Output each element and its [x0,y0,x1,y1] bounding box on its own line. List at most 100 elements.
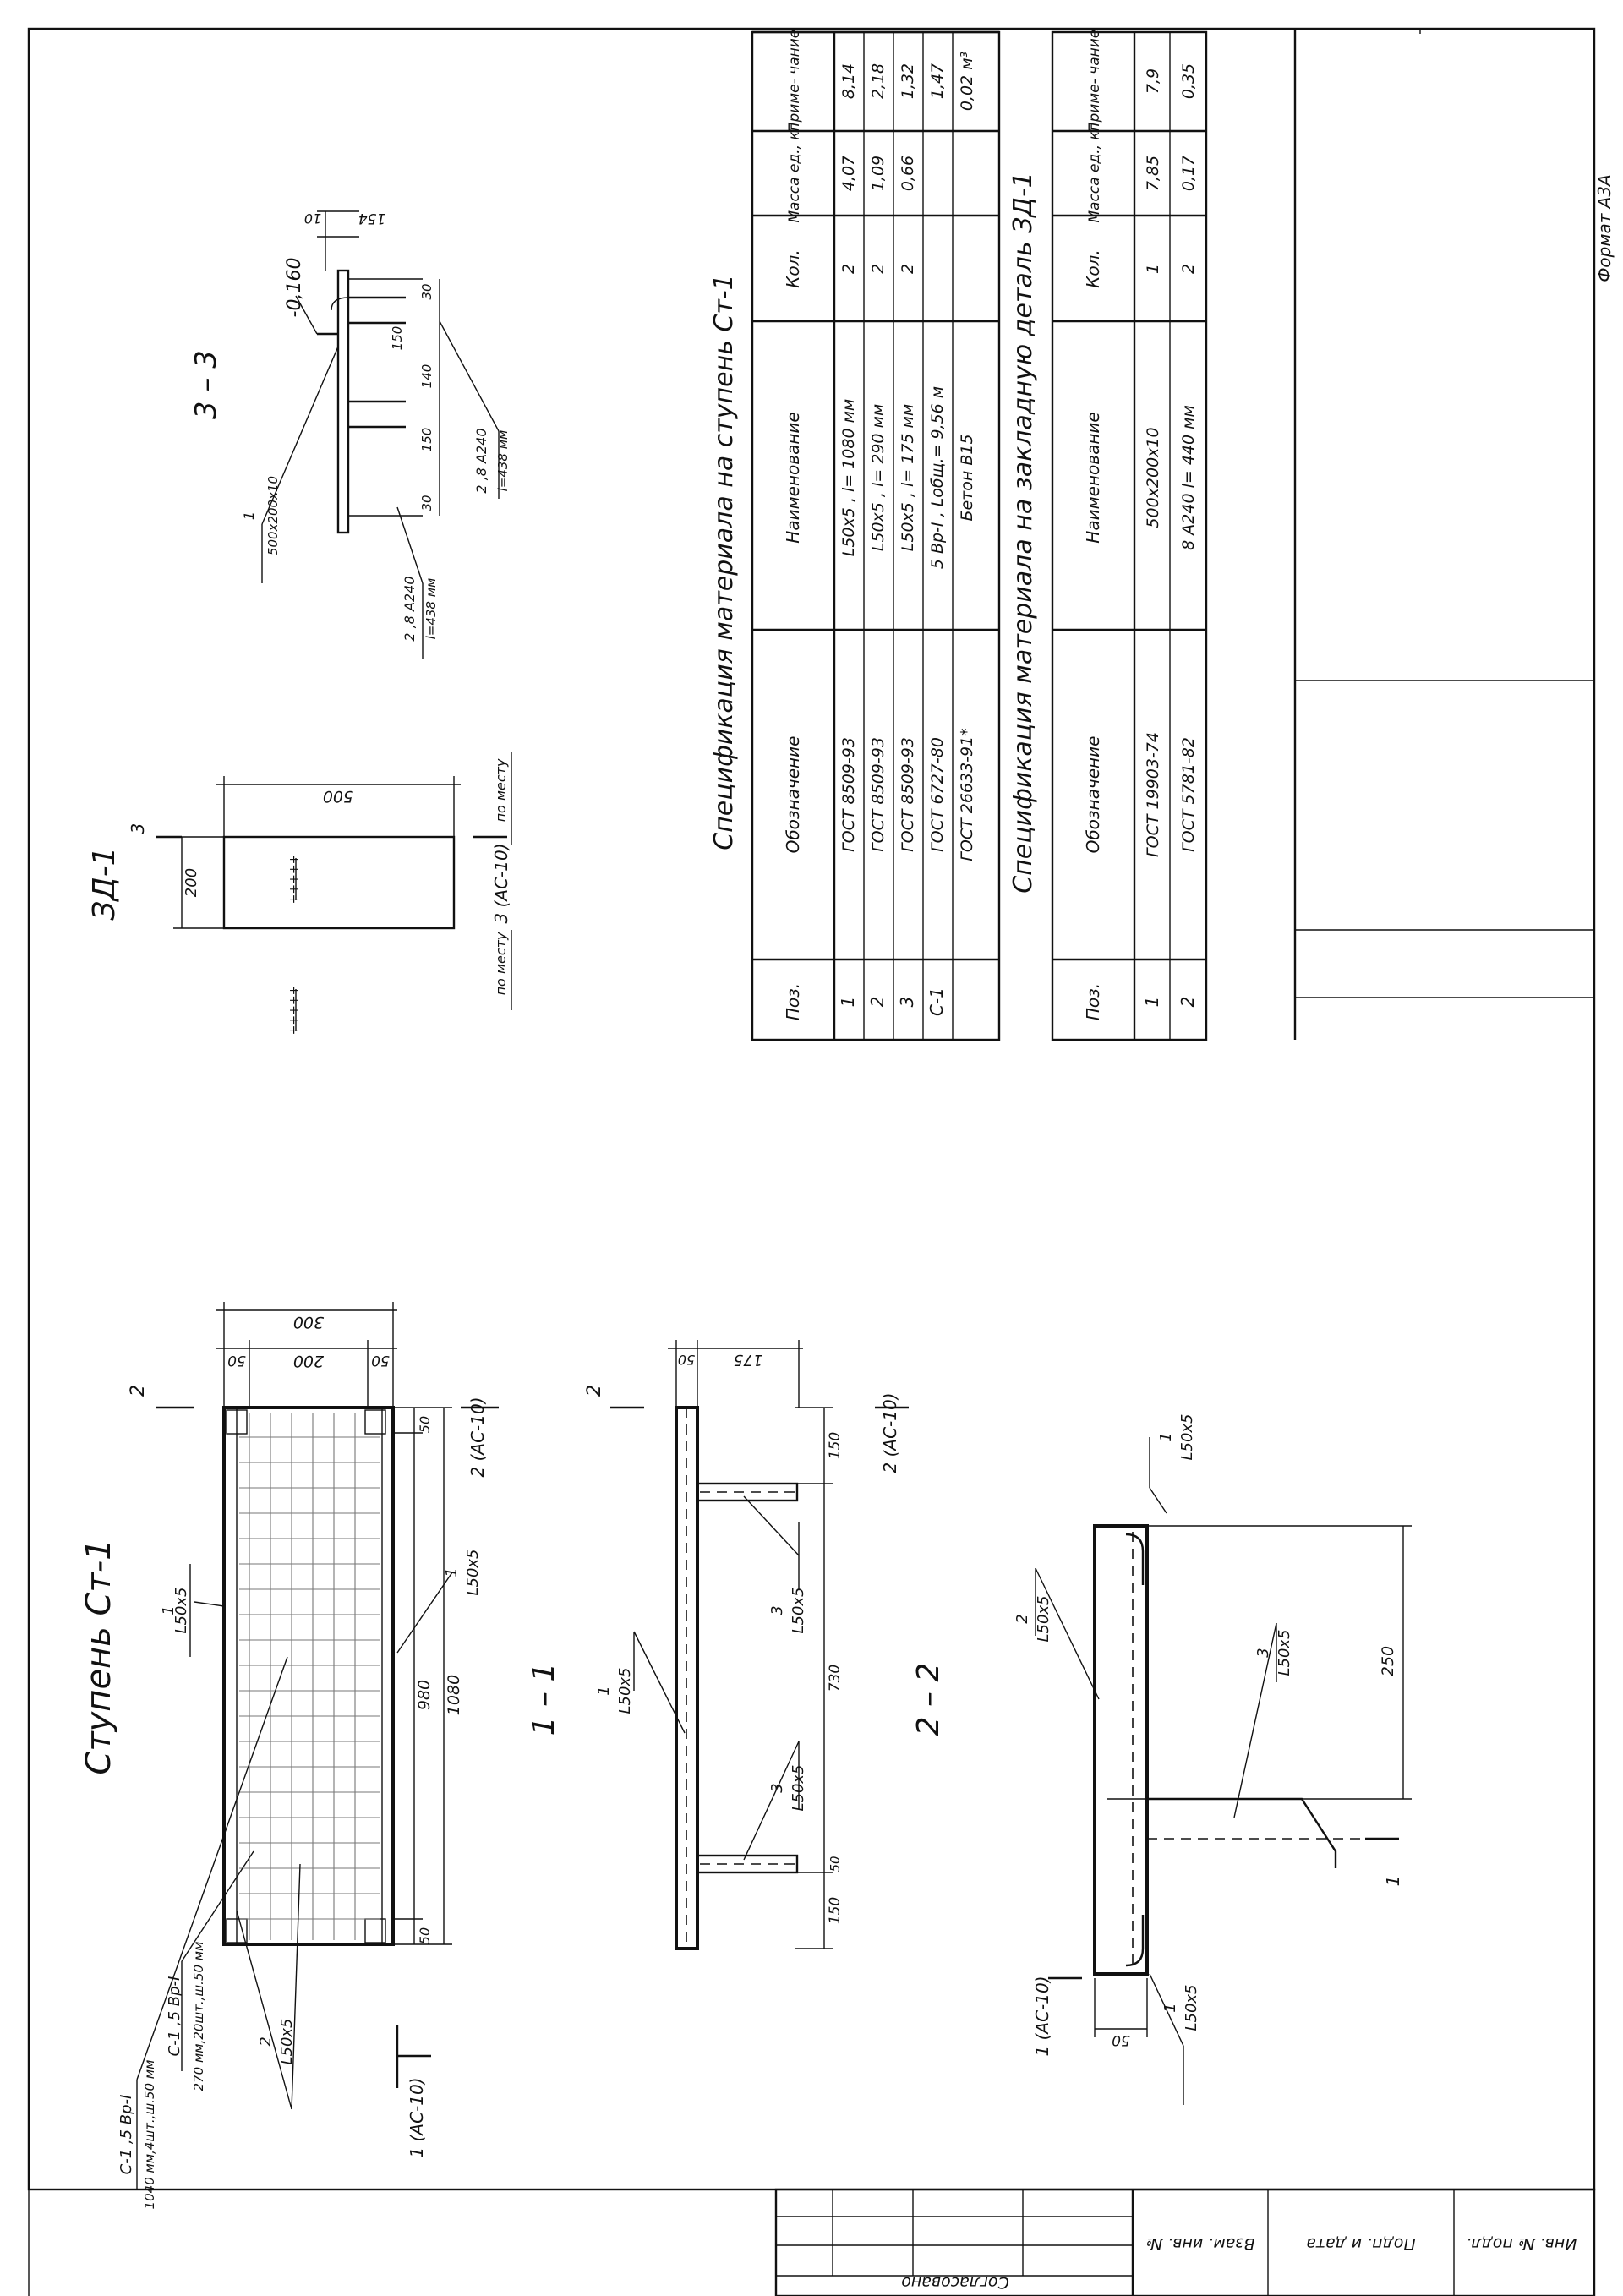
lbl-pos2: 2 [257,2036,275,2046]
format-label: Формат А3А [1594,174,1615,282]
lbl-22-pos2: 2 [1014,1614,1031,1623]
spec1-r2c3: 2 [899,264,917,274]
sec33-barlen-a: l=438 мм [424,578,439,640]
spec1-h1: Обозначение [783,736,803,854]
spec1-r4c2: Бетон В15 [958,434,976,521]
stair-title: Ступень Ст-1 [79,1539,118,1774]
spec2-r0c5: 7,9 [1144,68,1162,94]
lbl-22-l50c: L50x5 [1276,1629,1293,1676]
embedded-detail-zd1: ЗД-1 +++++ +++++ 500 200 3 3 (АС-10) по … [87,752,512,1035]
spec1-r4c1: ГОСТ 26633-91* [958,728,976,861]
lbl-pos1-top: 1 [160,1605,178,1615]
dim-200: 200 [293,1352,324,1370]
zd-cut3: 3 [128,823,148,834]
zd-dim-500: 500 [323,787,353,806]
spec2-r1c2: 8 А240 l= 440 мм [1179,405,1198,550]
lbl-11-l50b: L50x5 [790,1764,807,1811]
section-1-1: 1 – 1 175 50 150 730 150 50 2 2 (АС-10) … [527,1340,909,1950]
lbl-11-l50: L50x5 [616,1667,634,1714]
spec2-r0c1: ГОСТ 19903-74 [1144,732,1162,857]
section-22-slab [1093,1524,1149,1976]
sec33-d150b: 150 [419,428,434,452]
sec33-bar-b: 2 ,8 А240 [473,428,489,493]
spec1-r3c5: 1,47 [928,63,947,99]
cut-2b: 2 [584,1385,605,1397]
spec2-h5: Приме- чание [1086,30,1103,134]
sec33-bar-a: 2 ,8 А240 [402,576,418,641]
spec1-h3: Кол. [783,249,803,288]
spec1-r0c5: 8,14 [839,63,858,99]
dim-150a: 150 [827,1432,844,1459]
dim-50c: 50 [417,1416,433,1433]
spec2-r1c3: 2 [1179,264,1198,274]
mesh-b: С-1 ,5 Вр-I [166,1976,183,2057]
reinforcement-mesh [239,1413,380,1940]
sec33-level: -0,160 [284,258,305,318]
zd-onsite-a: по месту [493,758,509,822]
sec33-d154: 154 [358,210,385,227]
sec33-plate-lbl: 500x200x10 [265,476,281,555]
spec2-h1: Обозначение [1083,736,1103,854]
lbl-l50-top: L50x5 [172,1587,190,1633]
spec1-r2c5: 1,32 [899,63,917,99]
spec2-h4: Масса ед., кг [1086,123,1103,222]
dim-50d: 50 [417,1927,433,1944]
spec1-r1c5: 2,18 [869,63,888,99]
spec2-r0c0: 1 [1142,997,1162,1008]
cut-2b-ref: 2 (АС-10) [880,1393,900,1473]
zd-cut3-ref: 3 (АС-10) [491,844,511,924]
section-22-title: 2 – 2 [911,1663,946,1736]
sec33-plate [336,269,350,534]
cut-1-ref: 1 (АС-10) [407,2078,427,2158]
spec1-r2c0: 3 [897,997,917,1008]
lbl-22-l50a: L50x5 [1035,1595,1052,1642]
dim-50-11: 50 [678,1352,695,1368]
section-11-title: 1 – 1 [527,1663,561,1736]
spec1-r1c0: 2 [867,997,888,1008]
lbl-22-pos1b: 1 [1161,2003,1179,2012]
sec33-d30b: 30 [419,495,434,511]
lbl-22-pos1: 1 [1157,1432,1175,1441]
sec33-d150a: 150 [390,326,405,351]
stamp-agreed: Согласовано [901,2273,1009,2292]
spec1-r2c2: L50x5 , l= 175 мм [899,404,917,551]
lbl-11-pos3b: 3 [768,1783,786,1792]
side-stamp: Формат А3А [1293,29,1615,1040]
mesh-a: С-1 ,5 Вр-I [117,2095,135,2175]
spec1-r1c4: 1,09 [869,156,888,191]
spec1-r1c1: ГОСТ 8509-93 [869,737,888,852]
lbl-11-pos3a: 3 [768,1605,786,1615]
dim-50-11b: 50 [828,1856,843,1872]
lbl-pos1-right: 1 [443,1567,461,1577]
zd-weld-a: +++++ [287,855,301,905]
section-3-3: 3 – 3 -0,160 10 154 30 150 140 150 30 1 … [189,210,511,659]
spec1-r0c1: ГОСТ 8509-93 [839,737,858,852]
spec1-r2c4: 0,66 [899,156,917,191]
spec-table-1: Спецификация материала на ступень Ст-1 П… [709,30,1001,1041]
lbl-22-pos3: 3 [1254,1648,1272,1657]
spec2-h2: Наименование [1083,412,1103,543]
stair-plan: Ступень Ст-1 [79,1302,499,2209]
lbl-11-pos1: 1 [595,1686,613,1695]
sec33-pos1: 1 [241,511,257,520]
dim-300: 300 [293,1313,324,1331]
dim-50b: 50 [371,1352,390,1369]
spec1-r0c4: 4,07 [839,156,858,191]
dim-50-22: 50 [1112,2031,1130,2048]
dim-50a: 50 [227,1352,246,1369]
stamp-inv: Инв. № подл. [1466,2234,1577,2253]
mesh-b2: 270 мм,20шт.,ш.50 мм [191,1942,206,2091]
section-2-2: 2 – 2 250 50 1 (АС-10) 1 2 L50x5 1 L50x5 [911,1413,1412,2105]
spec2-r1c5: 0,35 [1179,63,1198,99]
spec2-r0c3: 1 [1144,264,1162,274]
zd-onsite-b: по месту [493,932,509,995]
spec1-h4: Масса ед., кг [786,123,803,222]
cut-1-22: 1 (АС-10) [1032,1976,1052,2057]
cut-2-label: 2 [128,1385,149,1397]
spec2-r1c4: 0,17 [1179,156,1198,191]
spec1-r1c3: 2 [869,264,888,274]
spec2-r1c1: ГОСТ 5781-82 [1179,737,1198,852]
spec1-h2: Наименование [783,412,803,543]
spec1-title: Спецификация материала на ступень Ст-1 [709,274,739,850]
dim-250: 250 [1379,1646,1397,1676]
